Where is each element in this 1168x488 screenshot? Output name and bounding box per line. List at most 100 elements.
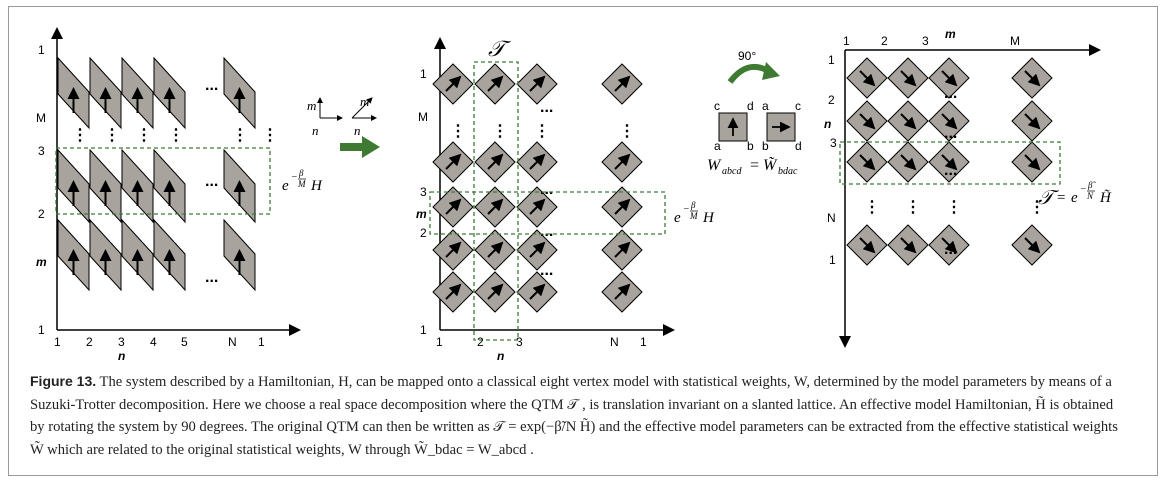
left-vdot: ⋮ (136, 127, 152, 144)
left-xtick-4: 4 (150, 335, 157, 349)
right-tau-eq: 𝒯 = e − β̃ N H̃ (1038, 180, 1112, 209)
corner-c2: c (795, 99, 801, 113)
right-dashed-row (839, 141, 1061, 185)
left-hdots-row3: ... (205, 173, 218, 190)
mid-vdot: ⋮ (450, 123, 466, 140)
right-vdot: ⋮ (946, 199, 962, 216)
left-vdot: ⋮ (262, 127, 278, 144)
svg-text:e: e (1071, 190, 1078, 206)
mid-yaxis-label: m (416, 207, 427, 221)
se-arrow-icon (941, 154, 958, 171)
ne-arrow-icon (529, 283, 546, 300)
svg-text:−: − (683, 204, 690, 215)
svg-text:H̃: H̃ (1099, 190, 1112, 206)
svg-text:β: β (690, 200, 696, 210)
left-hdots-rowM: ... (205, 77, 218, 94)
mid-vdot: ⋮ (619, 123, 635, 140)
mid-hdots-r1: ... (540, 262, 553, 279)
mid-ytick-2: 2 (420, 226, 427, 240)
inset-m-left: m (307, 98, 316, 113)
mid-title-tau: 𝒯 (488, 36, 512, 61)
mid-xtick-3: 3 (516, 335, 523, 349)
corner-d: d (747, 99, 754, 113)
right-hdots-r1: ... (944, 85, 957, 102)
left-exp-label: e − β M H (282, 168, 323, 194)
left-dashed-box (55, 147, 271, 215)
mid-ytick-1: 1 (420, 323, 427, 337)
svg-text:N: N (1086, 191, 1094, 201)
corner-b: b (747, 139, 754, 153)
inset-m-right: m (360, 94, 369, 109)
svg-text:bdac: bdac (778, 166, 798, 177)
left-ytick-2: 2 (38, 207, 45, 221)
se-arrow-icon (941, 113, 958, 130)
left-xtick-N: N (228, 335, 237, 349)
mid-vdot: ⋮ (492, 123, 508, 140)
se-arrow-icon (859, 70, 876, 87)
vertex-tile-before (718, 112, 748, 142)
left-xtick-5: 5 (181, 335, 188, 349)
inset-n-left: n (312, 123, 319, 138)
mid-vdot: ⋮ (534, 123, 550, 140)
right-ytick-2: 2 (828, 93, 835, 107)
ne-arrow-icon (487, 283, 504, 300)
svg-text:abcd: abcd (722, 166, 742, 177)
corner-a2: a (762, 99, 769, 113)
rotation-inset: 90° c d a b a c b d W abcd = W̃ bdac (707, 49, 802, 177)
mid-xtick-1b: 1 (640, 335, 647, 349)
left-xaxis-label: n (118, 349, 125, 363)
left-ytick-top: 1 (38, 43, 45, 57)
se-arrow-icon (900, 237, 917, 254)
ne-arrow-icon (614, 153, 631, 170)
mid-xtick-N: N (610, 335, 619, 349)
left-hdots-row1: ... (205, 269, 218, 286)
left-vdot: ⋮ (168, 127, 184, 144)
right-xtick-2: 2 (881, 34, 888, 48)
ne-arrow-icon (487, 75, 504, 92)
ne-arrow-icon (614, 283, 631, 300)
right-vdot: ⋮ (905, 199, 921, 216)
svg-text:M: M (297, 179, 306, 189)
right-ytick-3: 3 (830, 136, 837, 150)
left-tile-grid (57, 56, 256, 292)
svg-text:−: − (1080, 184, 1087, 195)
svg-text:H: H (702, 210, 715, 226)
rotation-angle: 90° (738, 49, 756, 63)
ne-arrow-icon (487, 241, 504, 258)
caption-label: Figure 13. (30, 373, 97, 389)
svg-text:=: = (749, 157, 760, 174)
ne-arrow-icon (614, 198, 631, 215)
mid-vdots: ⋮ ⋮ ⋮ ⋮ (450, 123, 635, 140)
right-vdot: ⋮ (1029, 199, 1045, 216)
panel-left: ... ... ... ⋮⋮⋮⋮⋮⋮ 1 M 3 2 1 m 1 2 3 4 5… (36, 27, 323, 363)
figure-frame (8, 6, 1158, 476)
right-hdots-rN: ... (944, 241, 957, 258)
se-arrow-icon (1024, 154, 1041, 171)
left-xtick-2: 2 (86, 335, 93, 349)
ne-arrow-icon (445, 241, 462, 258)
left-ytick-1: 1 (38, 323, 45, 337)
left-ytick-M: M (36, 111, 46, 125)
corner-d2: d (795, 139, 802, 153)
mid-xaxis-label: n (497, 349, 504, 363)
ne-arrow-icon (445, 75, 462, 92)
left-xtick-1: 1 (54, 335, 61, 349)
se-arrow-icon (859, 154, 876, 171)
left-vdot: ⋮ (104, 127, 120, 144)
mid-hdots-r3: ... (540, 181, 553, 198)
left-vdots: ⋮⋮⋮⋮⋮⋮ (72, 127, 278, 144)
se-arrow-icon (859, 113, 876, 130)
right-ytick-N: N (827, 211, 836, 225)
ne-arrow-icon (529, 241, 546, 258)
svg-text:β̃: β̃ (1087, 180, 1096, 190)
right-ytick-1: 1 (828, 53, 835, 67)
se-arrow-icon (1024, 237, 1041, 254)
right-xtick-1: 1 (843, 34, 850, 48)
corner-c: c (714, 99, 720, 113)
corner-a: a (714, 139, 721, 153)
panel-mid: ... ... ... ... ⋮⋮⋮⋮ 𝒯 1 M 3 2 1 m 1 2 3… (416, 36, 715, 363)
mid-dashed-column (473, 61, 519, 341)
svg-text:W: W (707, 157, 722, 174)
caption-text: The system described by a Hamiltonian, H… (30, 374, 1118, 458)
transform-arrow-icon (340, 136, 380, 158)
